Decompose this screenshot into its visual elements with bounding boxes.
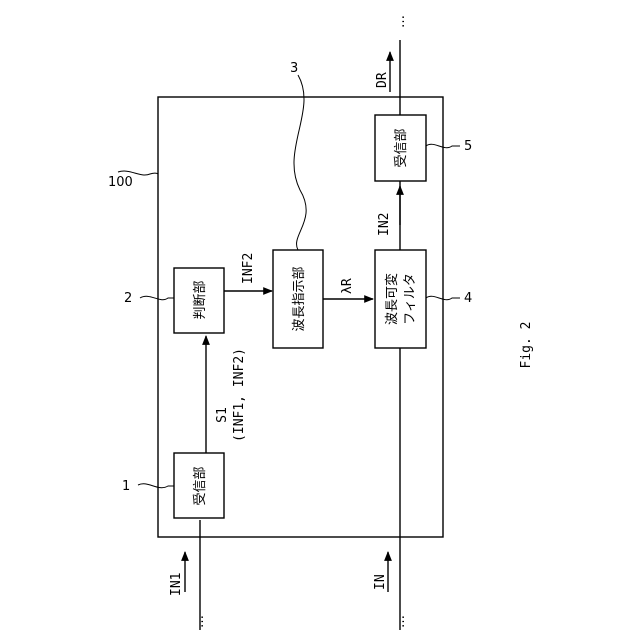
figure-caption: Fig. 2 — [519, 322, 534, 369]
in2-label: IN2 — [377, 213, 392, 236]
tunable-filter-4-label-line1: 波長可変 — [384, 273, 400, 325]
inf2-label: INF2 — [241, 253, 256, 284]
receiver-5-label: 受信部 — [394, 128, 409, 167]
ref-100: 100 — [108, 175, 133, 190]
left-dots: … — [192, 615, 207, 628]
ref-4: 4 — [464, 291, 472, 306]
s1-label: S1 — [215, 407, 230, 423]
in-label: IN — [373, 574, 388, 590]
tunable-filter-4-block — [375, 250, 426, 348]
ref-1: 1 — [122, 479, 130, 494]
s1-detail-label: (INF1, INF2) — [232, 348, 247, 442]
judge-2-label: 判断部 — [193, 280, 208, 319]
receiver-1-label: 受信部 — [193, 466, 208, 505]
tunable-filter-4-label-line2: フィルタ — [403, 273, 418, 325]
dr-label: DR — [375, 72, 390, 88]
lambda-r-label: λR — [340, 278, 355, 294]
bottom-dots: … — [393, 615, 408, 628]
ref-2: 2 — [124, 291, 132, 306]
ref-5: 5 — [464, 139, 472, 154]
wavelength-indicator-3-label: 波長指示部 — [292, 266, 307, 331]
top-dots: … — [393, 15, 408, 28]
in1-label: IN1 — [169, 573, 184, 596]
ref-3: 3 — [290, 61, 298, 76]
